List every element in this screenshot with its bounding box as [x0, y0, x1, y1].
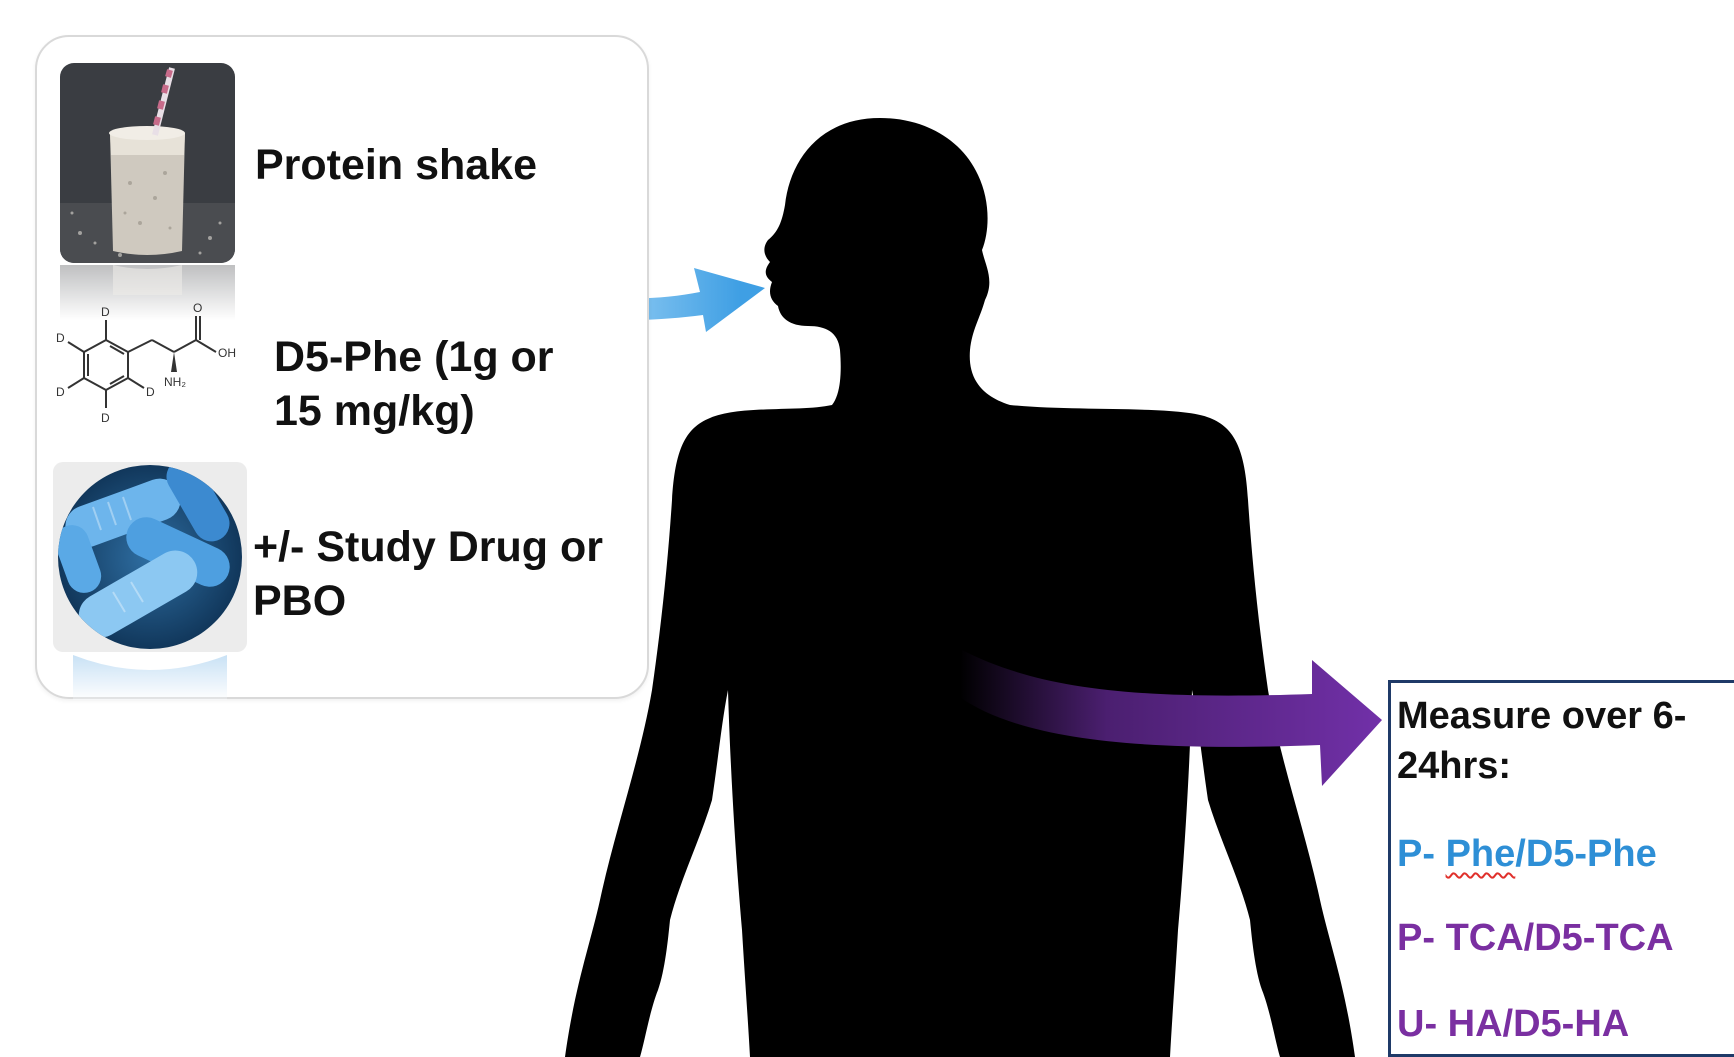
excretion-arrow [958, 650, 1382, 786]
deuterium-label: D [101, 305, 110, 319]
d5-phe-label: D5-Phe (1g or 15 mg/kg) [274, 330, 554, 438]
urine-ha-measure: U- HA/D5-HA [1397, 1001, 1629, 1047]
study-drug-image [53, 462, 247, 652]
protein-shake-image [60, 63, 235, 263]
oxygen-label: O [193, 301, 202, 315]
amine-label: NH₂ [164, 375, 186, 389]
d5-phe-structure: D D D D D O OH NH₂ [48, 298, 258, 430]
deuterium-label: D [101, 411, 110, 425]
plasma-phe-measure: P- Phe/D5-Phe [1397, 831, 1657, 877]
plasma-tca-measure: P- TCA/D5-TCA [1397, 915, 1674, 961]
study-drug-label: +/- Study Drug or PBO [253, 520, 603, 628]
study-drug-reflection [53, 655, 247, 700]
deuterium-label: D [56, 331, 65, 345]
hydroxyl-label: OH [218, 346, 236, 360]
protein-shake-label: Protein shake [255, 138, 537, 192]
measurement-box: Measure over 6- 24hrs: P- Phe/D5-Phe P- … [1388, 680, 1734, 1057]
measurement-title: Measure over 6- 24hrs: [1397, 691, 1734, 791]
deuterium-label: D [146, 385, 155, 399]
deuterium-label: D [56, 385, 65, 399]
